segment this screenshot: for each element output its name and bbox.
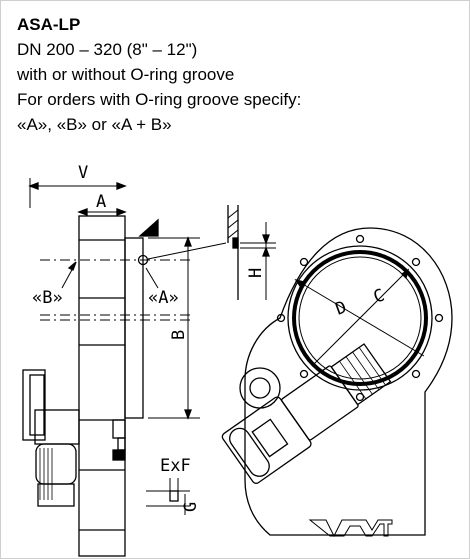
spec-line-groove: with or without O-ring groove [17,65,235,84]
product-title: ASA-LP [17,15,81,34]
dim-a-label: A [96,192,106,212]
spec-line-order: For orders with O-ring groove specify: [17,90,302,109]
dim-v-label: V [78,163,88,183]
side-view [22,178,227,557]
spec-line-size: DN 200 – 320 (8" – 12") [17,40,198,59]
dim-b-label: B [169,330,189,340]
groove-detail [146,478,190,515]
dim-d-label: D [333,297,349,319]
spec-heading: ASA-LP DN 200 – 320 (8" – 12") with or w… [17,12,457,137]
groove-a-label: «A» [148,288,179,308]
dim-exf-label: ExF [160,456,191,476]
front-view [221,227,453,536]
dim-g-label: G [181,502,201,512]
vat-logo [308,519,393,538]
spec-line-options: «A», «B» or «A + B» [17,115,172,134]
dim-h-label: H [246,268,266,278]
groove-b-label: «B» [32,288,63,308]
flange-detail-h [227,205,276,300]
